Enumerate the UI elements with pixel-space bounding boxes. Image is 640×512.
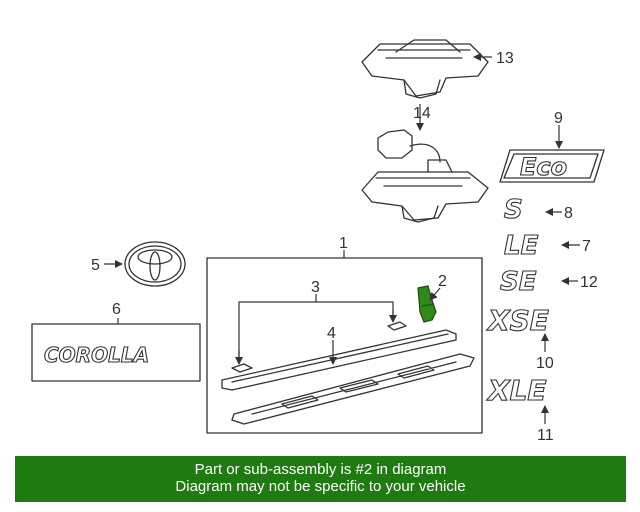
le-badge-7[interactable]: LE <box>503 230 539 261</box>
se-badge-12[interactable]: SE <box>499 266 537 297</box>
eco-badge-9[interactable]: Eco <box>499 149 605 183</box>
callout-13: 13 <box>496 50 514 67</box>
callout-14: 14 <box>413 105 431 122</box>
callout-3: 3 <box>311 279 320 296</box>
parts-diagram: 13 14 Eco 9 S 8 LE 7 SE 12 XSE 10 XLE 11 <box>31 39 605 444</box>
eco-badge-text: Eco <box>520 153 567 181</box>
xle-badge-11[interactable]: XLE <box>485 373 547 407</box>
license-lamp-assembly-14[interactable] <box>361 129 489 223</box>
s-badge-8[interactable]: S <box>503 194 523 225</box>
callout-1: 1 <box>339 235 348 252</box>
xse-badge-10[interactable]: XSE <box>485 303 549 337</box>
toyota-emblem-5[interactable] <box>124 241 186 287</box>
banner-line-1: Part or sub-assembly is #2 in diagram <box>194 461 447 478</box>
corolla-badge-text: COROLLA <box>44 343 149 367</box>
callout-10: 10 <box>536 355 554 372</box>
callout-2: 2 <box>438 273 447 290</box>
callout-9: 9 <box>554 110 563 127</box>
garnish-strip-4[interactable] <box>221 329 475 425</box>
callout-12: 12 <box>580 274 598 291</box>
callout-11: 11 <box>537 427 554 444</box>
info-banner: Part or sub-assembly is #2 in diagram Di… <box>15 456 626 502</box>
callout-7: 7 <box>582 238 591 255</box>
callout-5: 5 <box>91 257 100 274</box>
clip-3[interactable] <box>231 321 407 373</box>
callout-6: 6 <box>112 301 121 318</box>
corolla-badge-6[interactable]: COROLLA <box>31 323 201 382</box>
callout-8: 8 <box>564 205 573 222</box>
callout-4: 4 <box>327 325 336 342</box>
highlighted-part-2[interactable] <box>417 285 437 323</box>
license-lamp-housing-13[interactable] <box>361 39 489 99</box>
banner-line-2: Diagram may not be specific to your vehi… <box>175 478 466 495</box>
